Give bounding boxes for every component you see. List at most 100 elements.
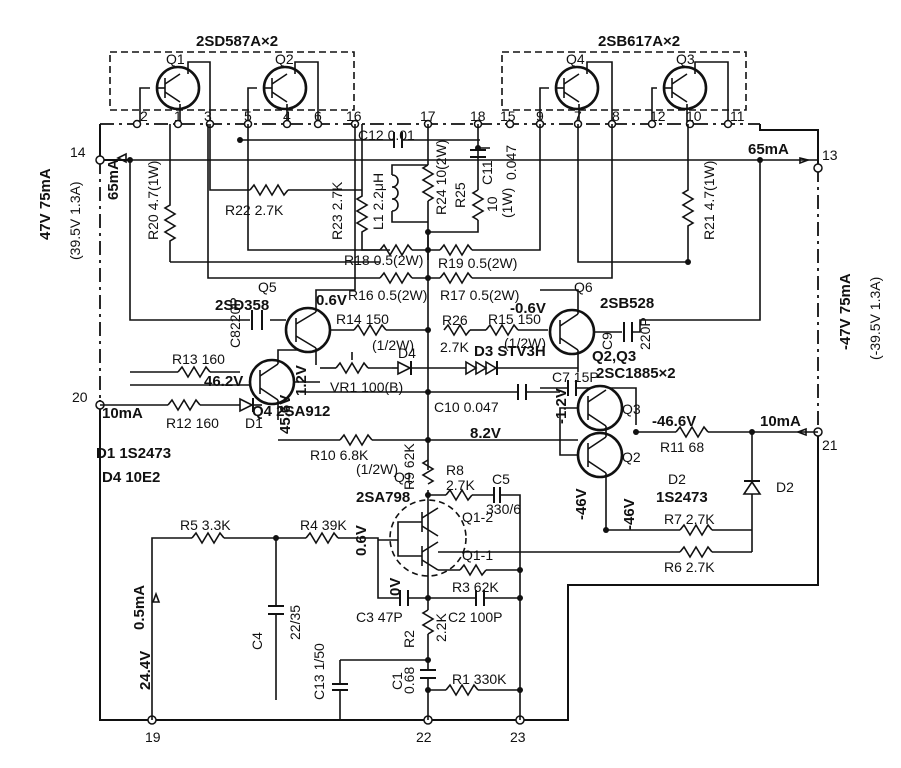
voltage-24-4v: 24.4V [137,651,154,690]
label-q6-type: 2SB528 [600,295,654,312]
label-r5: R5 3.3K [180,517,231,533]
transistor-q2-bias [576,431,624,479]
transistor-q5-driver [284,306,332,354]
label-q1-type: 2SA798 [356,489,410,506]
current-65ma-left: 65mA [105,159,122,200]
label-r15: R15 150 [488,311,541,327]
pin-3: 3 [204,108,212,124]
terminal-19: 19 [145,729,161,745]
output-npn-type: 2SD587A×2 [196,33,278,50]
pin-1: 1 [174,108,182,124]
pin-5: 5 [244,108,252,124]
terminal-22: 22 [416,729,432,745]
label-r26: R26 [442,312,468,328]
label-c1: C1 [389,672,405,690]
label-q1-1: Q1-1 [462,547,493,563]
label-r25-value: 10 [484,196,500,212]
label-r10: R10 6.8K [310,447,369,463]
label-q5-type: 2SD358 [215,297,269,314]
label-r7: R7 2.7K [664,511,715,527]
pin-12: 12 [650,108,666,124]
voltage-8-2v: 8.2V [470,425,501,442]
label-r14-watt: (1/2W) [372,337,414,353]
transistor-q1-2 [421,507,439,537]
label-vr1: VR1 100(B) [330,379,403,395]
terminal-13: 13 [822,147,838,163]
terminal-14: 14 [70,144,86,160]
label-q5: Q5 [258,279,277,295]
voltage-45-6v: 45.6V [277,395,294,434]
label-r22: R22 2.7K [225,202,284,218]
label-c5: C5 [492,471,510,487]
label-r3: R3 62K [452,579,499,595]
label-c8-value: 220P [227,297,243,330]
label-r26-value: 2.7K [440,339,469,355]
label-q4-out: Q4 [566,51,585,67]
voltage-minus-1-2v: -1.2V [553,388,570,424]
label-q6: Q6 [574,279,593,295]
label-c4: C4 [249,632,265,650]
label-r10-watt: (1/2W) [356,461,398,477]
label-r16: R16 0.5(2W) [348,287,427,303]
pin-numbers: 2 1 3 5 4 6 16 17 18 15 9 7 8 12 10 11 [140,108,745,124]
label-q1-2: Q1-2 [462,509,493,525]
label-l1: L1 2.2μH [370,173,386,230]
pin-2: 2 [140,108,148,124]
pin-4: 4 [283,108,291,124]
label-q2q3-type: 2SC1885×2 [596,365,676,382]
label-r17: R17 0.5(2W) [440,287,519,303]
rail-plus-voltage-full: (39.5V 1.3A) [67,181,83,260]
label-q2q3: Q2,Q3 [592,348,636,365]
label-r24: R24 10(2W) [433,140,449,215]
label-q1-out: Q1 [166,51,185,67]
label-c3: C3 47P [356,609,403,625]
label-r21: R21 4.7(1W) [701,161,717,240]
label-q3-bias: Q3 [622,401,641,417]
label-d3: D3 STV3H [474,343,546,360]
transistor-q3-output [662,65,708,111]
label-r9: R9 62K [401,443,417,490]
label-r14: R14 150 [336,311,389,327]
note-d1: D1 1S2473 [96,445,171,462]
q1-pair-outline [389,499,467,577]
label-r4: R4 39K [300,517,347,533]
label-c13: C13 1/50 [311,643,327,700]
pin-8: 8 [612,108,620,124]
output-pnp-type: 2SB617A×2 [598,33,680,50]
label-d1: D1 [245,415,263,431]
label-c8: C8 [227,330,243,348]
voltage-0v: 0V [387,578,404,596]
voltage-minus-46-6v: -46.6V [652,413,696,430]
voltage-46-2v: 46.2V [204,373,243,390]
current-10ma-right: 10mA [760,413,801,430]
label-c5-value: 330/6 [486,501,521,517]
label-d2-right: D2 [776,479,794,495]
label-r1: R1 330K [452,671,507,687]
pin-17: 17 [420,108,436,124]
pin-15: 15 [500,108,516,124]
label-r20: R20 4.7(1W) [145,161,161,240]
label-r8-value: 2.7K [446,477,475,493]
label-q2-out: Q2 [275,51,294,67]
pin-7: 7 [574,108,582,124]
label-q2-bias: Q2 [622,449,641,465]
junction-dots [127,137,763,693]
output-npn-box [109,51,355,111]
current-65ma-right: 65mA [748,141,789,158]
label-r15-watt: (1/2W) [504,335,546,351]
label-c7: C7 15P [552,369,599,385]
rail-minus-voltage-full: (-39.5V 1.3A) [867,277,883,360]
label-r2-value: 2.2K [433,613,449,642]
transistor-q1-1 [421,541,439,571]
label-r19: R19 0.5(2W) [438,255,517,271]
label-r11: R11 68 [660,439,704,455]
transistor-q3-bias [576,384,624,432]
transistor-q6-driver [548,308,596,356]
pin-11: 11 [730,108,745,124]
label-r23: R23 2.7K [329,181,345,240]
label-q3-out: Q3 [676,51,695,67]
rail-plus-voltage: 47V 75mA [37,168,54,240]
output-pnp-box [501,51,747,111]
pin-6: 6 [314,108,322,124]
